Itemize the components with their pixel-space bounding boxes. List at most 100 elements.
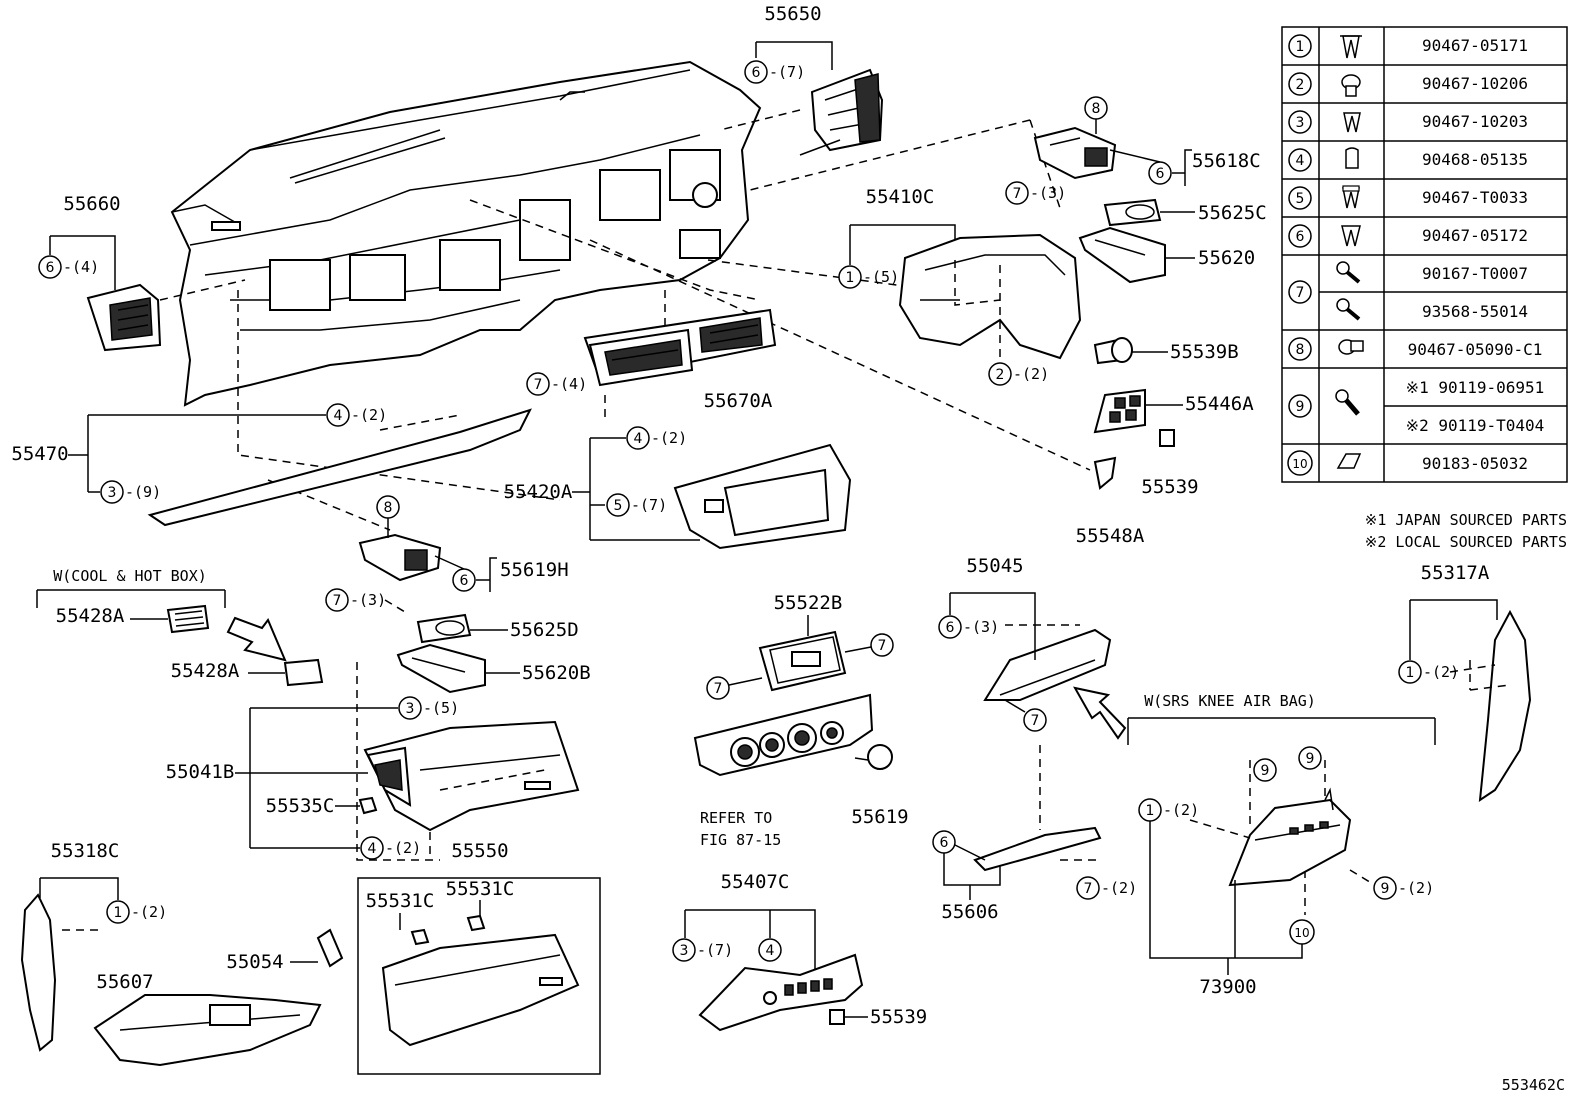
clip-icon <box>1341 225 1361 247</box>
note-local-sourced: ※2 LOCAL SOURCED PARTS <box>1365 533 1567 551</box>
svg-text:6: 6 <box>460 573 469 589</box>
callout-6: 6 <box>452 568 476 592</box>
table-part-number: 90467-10206 <box>1422 74 1528 93</box>
quantity-label: -(3) <box>963 618 999 636</box>
part-55620B-box <box>396 643 486 694</box>
callout-7: 7 <box>1076 876 1100 900</box>
clip-icon <box>1340 35 1362 59</box>
svg-text:6: 6 <box>752 65 761 81</box>
label-55045: 55045 <box>966 555 1023 577</box>
svg-text:7: 7 <box>1031 713 1040 729</box>
label-55670A: 55670A <box>704 390 773 412</box>
svg-text:4: 4 <box>634 431 643 447</box>
callout-7: 7 <box>1023 708 1047 732</box>
part-55446A-switch-panel <box>1093 388 1146 434</box>
svg-text:5: 5 <box>1296 191 1305 207</box>
part-73900-knee-airbag <box>1228 787 1352 887</box>
table-row-1-number: 1 <box>1288 34 1312 58</box>
label-55607: 55607 <box>96 971 153 993</box>
table-row-3-number: 3 <box>1288 110 1312 134</box>
part-55670A-center-register <box>583 308 777 387</box>
quantity-label: -(2) <box>1163 801 1199 819</box>
clip-icon <box>1345 147 1359 169</box>
part-55539-cap <box>1159 429 1175 447</box>
part-55539-cap <box>829 1009 845 1025</box>
quantity-label: -(2) <box>131 903 167 921</box>
push-rivet-icon <box>1341 74 1361 97</box>
callout-4: 4 <box>326 403 350 427</box>
label-55531C: 55531C <box>446 878 515 900</box>
label-55428A: 55428A <box>56 605 125 627</box>
table-part-number: 90167-T0007 <box>1422 264 1528 283</box>
callout-3: 3 <box>398 696 422 720</box>
svg-text:6: 6 <box>946 620 955 636</box>
label-55420A: 55420A <box>504 481 573 503</box>
screw-icon <box>1336 298 1361 321</box>
callout-9: 9 <box>1373 876 1397 900</box>
quantity-label: -(7) <box>769 63 805 81</box>
part-55550-glove-box-door <box>381 933 580 1047</box>
leader-lines <box>62 109 1471 931</box>
part-55619-knob <box>867 744 893 770</box>
table-row-5-number: 5 <box>1288 186 1312 210</box>
svg-text:7: 7 <box>1084 881 1093 897</box>
svg-text:10: 10 <box>1292 457 1307 471</box>
part-55606-bracket <box>973 826 1102 872</box>
bolt-icon <box>1335 389 1360 416</box>
svg-text:8: 8 <box>384 500 393 516</box>
callout-4: 4 <box>758 938 782 962</box>
label-55531C: 55531C <box>366 890 435 912</box>
svg-text:5: 5 <box>614 498 623 514</box>
label-55620B: 55620B <box>522 662 591 684</box>
callout-1: 1 <box>106 900 130 924</box>
table-row-10-number: 10 <box>1287 450 1313 476</box>
table-row-2-number: 2 <box>1288 72 1312 96</box>
instrument-panel-illustration <box>170 60 762 407</box>
part-55548A-cover <box>1093 456 1117 490</box>
label-55539: 55539 <box>1141 476 1198 498</box>
detail-box <box>357 877 601 1075</box>
note-srs-knee-air-bag: W(SRS KNEE AIR BAG) <box>1144 692 1316 710</box>
label-55550: 55550 <box>451 840 508 862</box>
callout-8: 8 <box>376 495 400 519</box>
arrow-icon <box>226 616 287 662</box>
part-55660-side-register <box>86 283 162 352</box>
part-55407C-lower-center-panel <box>698 953 864 1032</box>
quantity-label: -(3) <box>350 591 386 609</box>
label-55054: 55054 <box>226 951 283 973</box>
push-rivet-icon <box>1338 339 1364 355</box>
label-55619: 55619 <box>851 806 908 828</box>
screw-icon <box>1336 261 1361 284</box>
svg-text:9: 9 <box>1261 763 1270 779</box>
svg-text:8: 8 <box>1092 101 1101 117</box>
svg-text:3: 3 <box>406 701 415 717</box>
note-cool-hot-box: W(COOL & HOT BOX) <box>53 567 207 585</box>
quantity-label: -(5) <box>863 268 899 286</box>
callout-7: 7 <box>325 588 349 612</box>
label-73900: 73900 <box>1199 976 1256 998</box>
table-part-number: 90468-05135 <box>1422 150 1528 169</box>
callout-7: 7 <box>526 372 550 396</box>
svg-text:7: 7 <box>534 377 543 393</box>
callout-7: 7 <box>706 676 730 700</box>
svg-text:10: 10 <box>1294 926 1309 940</box>
svg-text:6: 6 <box>1156 166 1165 182</box>
part-55470-garnish <box>147 408 532 527</box>
svg-text:1: 1 <box>1406 665 1415 681</box>
svg-text:1: 1 <box>1146 803 1155 819</box>
svg-text:7: 7 <box>1013 186 1022 202</box>
part-55607-undercover <box>93 994 322 1067</box>
table-part-number: ※1 90119-06951 <box>1406 378 1545 397</box>
label-55428A: 55428A <box>171 660 240 682</box>
nut-clip-icon <box>1336 453 1362 469</box>
label-55548A: 55548A <box>1076 525 1145 547</box>
quantity-label: -(2) <box>351 406 387 424</box>
quantity-label: -(3) <box>1030 184 1066 202</box>
figure-id: 553462C <box>1502 1076 1565 1094</box>
note-refer-to: REFER TO <box>700 809 772 827</box>
quantity-label: -(7) <box>631 496 667 514</box>
note-refer-fig: FIG 87-15 <box>700 831 781 849</box>
callout-7: 7 <box>870 633 894 657</box>
label-55660: 55660 <box>63 193 120 215</box>
